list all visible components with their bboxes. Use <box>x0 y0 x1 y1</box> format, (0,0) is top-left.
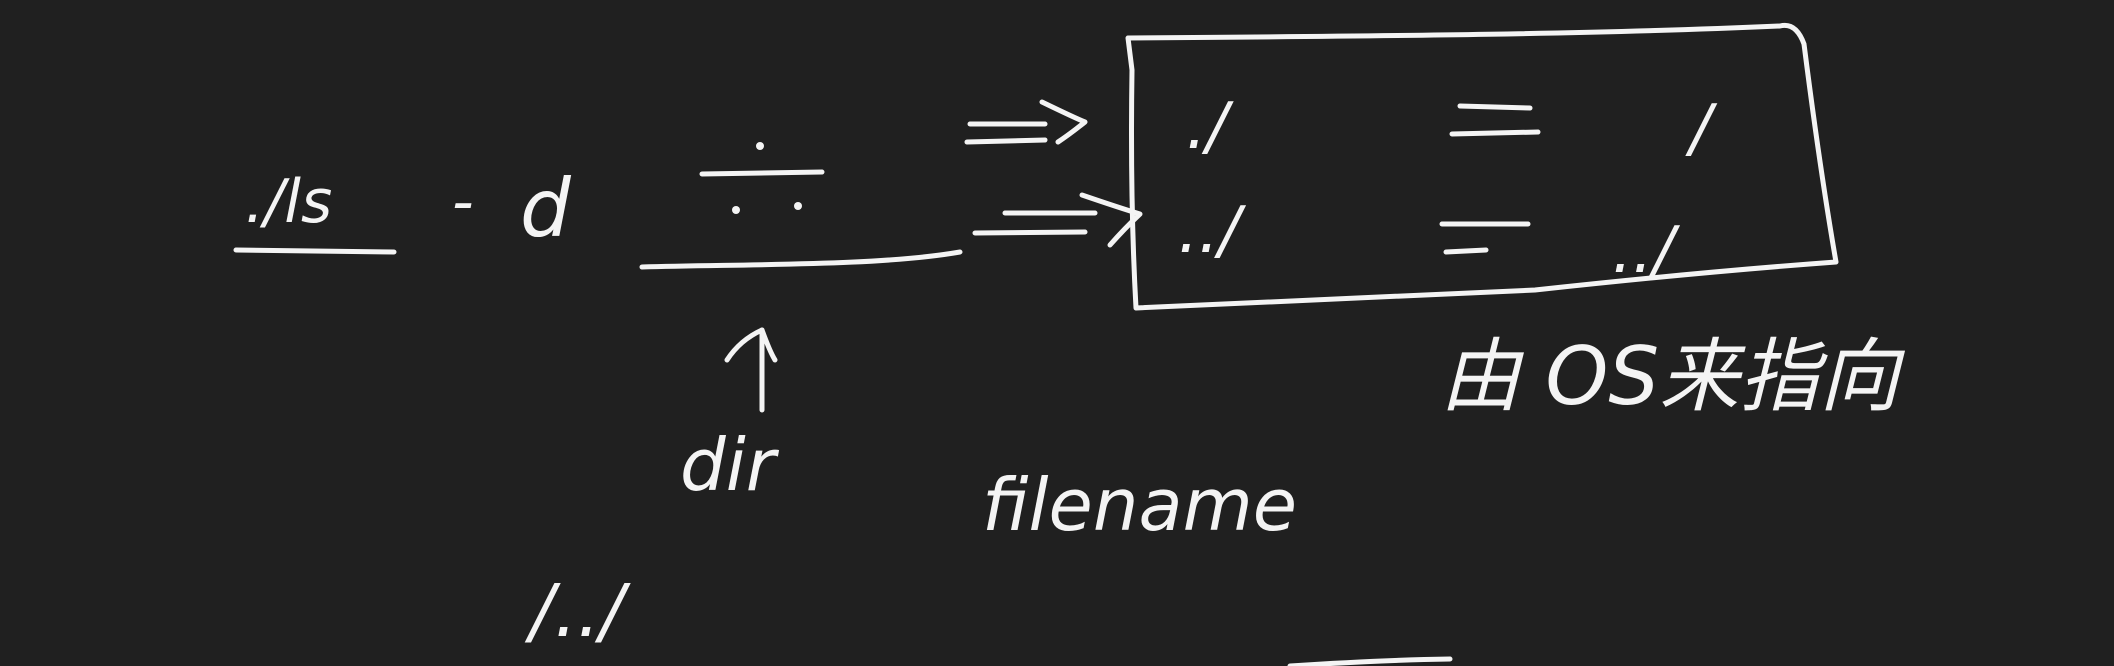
path-ls-expression: ./ls <box>233 167 397 255</box>
box-line2-right: ../ <box>1612 214 1681 288</box>
bottom-underline <box>1287 656 1453 666</box>
equivalence-box: ./ / ../ ../ <box>1125 22 1839 311</box>
chinese-note: 由 OS来指向 <box>1440 330 1905 423</box>
implies-arrow-bottom <box>972 192 1143 248</box>
box-outline <box>1125 22 1839 311</box>
filename-label: filename <box>982 463 1297 547</box>
minus-sign: - <box>452 167 474 237</box>
colon-bar <box>699 169 825 177</box>
path-ls-text: ./ls <box>245 167 332 237</box>
dir-label: dir <box>680 423 780 507</box>
box-line1-eq-bottom <box>1449 129 1541 137</box>
box-line1-left: ./ <box>1186 90 1234 164</box>
box-line1-right: / <box>1685 92 1718 166</box>
box-line2-eq-bottom <box>1443 247 1489 255</box>
box-line1-eq-top <box>1457 103 1533 111</box>
long-underline <box>639 249 963 270</box>
colon-dot-right <box>794 202 802 210</box>
arrow-up-head <box>724 327 778 363</box>
path-ls-underline <box>233 247 397 255</box>
bottom-path: /../ <box>524 569 631 653</box>
box-line2-left: ../ <box>1178 194 1247 268</box>
colon-dot-left <box>732 206 740 214</box>
flag-d: d <box>520 162 572 255</box>
dir-annotation: dir <box>680 327 780 507</box>
implies-arrow-top <box>964 99 1088 145</box>
colon-dot-top <box>756 142 764 150</box>
colon-divider <box>639 142 963 270</box>
